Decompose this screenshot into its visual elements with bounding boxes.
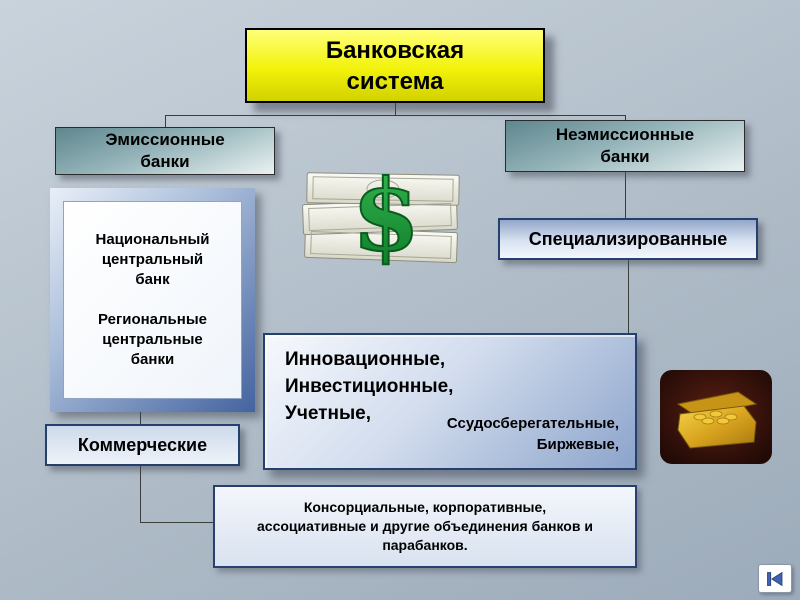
node-label: Неэмиссионные банки bbox=[555, 125, 695, 166]
connector-line bbox=[140, 522, 213, 523]
node-central-banks: Национальный центральный банк Региональн… bbox=[63, 201, 242, 399]
node-label: Коммерческие bbox=[77, 434, 208, 455]
connector-line bbox=[628, 260, 629, 333]
node-label: Национальный центральный банк Региональн… bbox=[95, 231, 210, 368]
connector-line bbox=[625, 115, 626, 120]
node-central-banks-frame: Национальный центральный банк Региональн… bbox=[50, 188, 255, 412]
connector-line bbox=[395, 103, 396, 115]
diagram-title: Банковская система bbox=[325, 36, 465, 95]
diagram-title-box: Банковская система bbox=[245, 28, 545, 103]
node-commercial: Коммерческие bbox=[45, 424, 240, 466]
skip-back-icon bbox=[767, 571, 783, 586]
gold-chest-image bbox=[660, 370, 772, 464]
node-non-emission-banks: Неэмиссионные банки bbox=[505, 120, 745, 172]
svg-text:$: $ bbox=[352, 159, 420, 270]
node-label: Специализированные bbox=[528, 228, 728, 249]
node-emission-banks: Эмиссионные банки bbox=[55, 127, 275, 175]
connector-line bbox=[165, 115, 625, 116]
node-label-secondary: Ссудосберегательные, Биржевые, bbox=[446, 415, 619, 453]
connector-line bbox=[140, 412, 141, 424]
connector-line bbox=[140, 466, 141, 522]
node-label: Эмиссионные банки bbox=[105, 130, 225, 171]
connector-line bbox=[165, 115, 166, 127]
dollar-bills-image: $ bbox=[302, 158, 460, 270]
node-associations: Консорциальные, корпоративные, ассоциати… bbox=[213, 485, 637, 568]
connector-line bbox=[625, 172, 626, 218]
node-label-main: Инновационные, Инвестиционные, Учетные, bbox=[285, 349, 454, 424]
previous-slide-button[interactable] bbox=[758, 564, 792, 593]
node-label: Консорциальные, корпоративные, ассоциати… bbox=[257, 499, 593, 553]
node-innovative-banks: Инновационные, Инвестиционные, Учетные, … bbox=[263, 333, 637, 470]
node-specialized: Специализированные bbox=[498, 218, 758, 260]
